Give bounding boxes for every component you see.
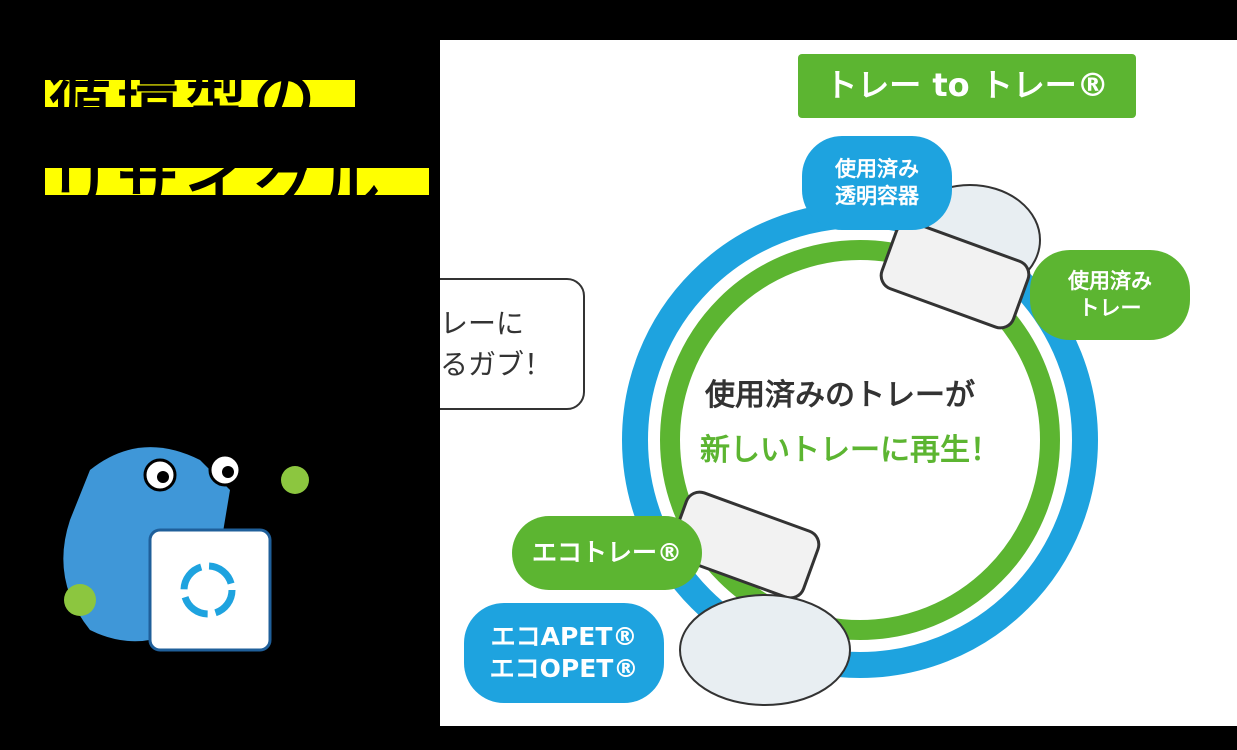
mascot-dinosaur: [63, 447, 309, 652]
speech-bubble: レーにるガブ！: [440, 278, 585, 410]
title-line-1: 循環型の: [45, 80, 355, 107]
tray-to-tray-label: トレー to トレー®: [798, 54, 1136, 118]
eco-tray-label: エコトレー®: [512, 516, 702, 590]
center-text-1: 使用済みのトレーが: [705, 378, 975, 413]
recycling-diagram: レーにるガブ！ トレー to トレー® 使用済み 透明容器 使用済み トレー 使…: [440, 40, 1237, 726]
eco-apet-opet-label: エコAPET®エコOPET®: [464, 603, 664, 703]
title-line-2: リサイクル: [45, 168, 429, 195]
used-tray-label: 使用済み トレー: [1030, 250, 1190, 340]
used-clear-container-label: 使用済み 透明容器: [802, 136, 952, 230]
center-text-2: 新しいトレーに再生！: [700, 433, 1000, 468]
cycle-arrows: [622, 184, 1098, 706]
